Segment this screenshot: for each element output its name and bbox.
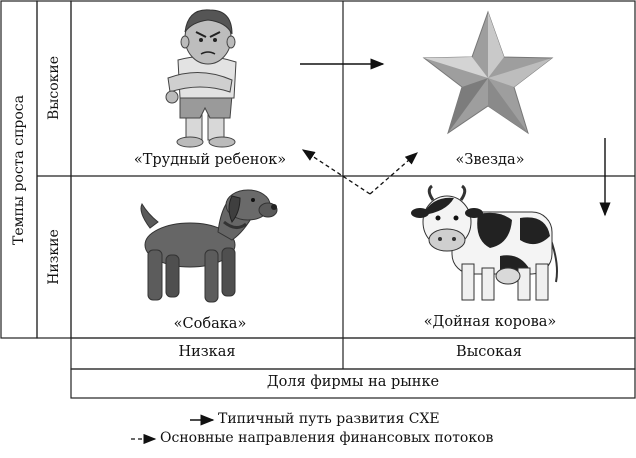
dashed-arrow-to-star (369, 152, 418, 195)
cash-cow-illustration (411, 184, 558, 301)
dashed-arrow-to-problem-child (301, 149, 371, 195)
caption-cash-cow: «Дойная корова» (423, 314, 557, 330)
x-axis-title-box (70, 368, 636, 399)
problem-child-illustration (165, 9, 237, 148)
y-axis-low-label: Низкие (46, 229, 62, 285)
caption-dog: «Собака» (173, 316, 247, 332)
x-axis-title: Доля фирмы на рынке (266, 374, 440, 390)
caption-problem-child: «Трудный ребенок» (133, 152, 287, 168)
legend-solid-label: Типичный путь развития СХЕ (218, 411, 440, 427)
legend-dashed-label: Основные направления финансовых потоков (160, 430, 494, 446)
caption-star: «Звезда» (455, 152, 525, 168)
y-axis-high-label: Высокие (46, 55, 62, 121)
x-axis-low-label: Низкая (178, 344, 236, 360)
x-axis-high-label: Высокая (456, 344, 522, 360)
dog-illustration (140, 189, 278, 303)
y-axis-title: Темпы роста спроса (11, 95, 27, 245)
star-illustration (422, 10, 554, 135)
